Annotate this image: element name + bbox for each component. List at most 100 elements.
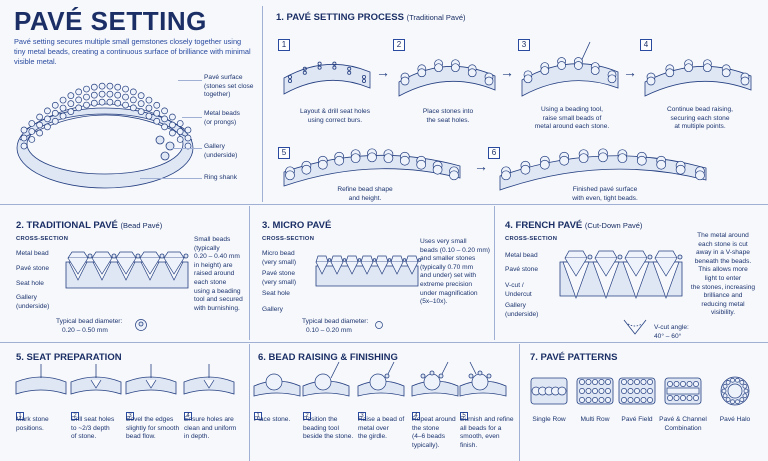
page-title: PAVÉ SETTING — [14, 6, 207, 36]
bead-step-3-number: 3 — [358, 404, 366, 422]
trad-label-stone: Pavé stone — [16, 265, 49, 272]
seat-step-1-text: Mark stone positions. — [16, 416, 49, 432]
bead-step-5-number: 5 — [460, 404, 468, 422]
bead-step-2-number: 2 — [303, 404, 311, 422]
arrow-right-icon: → — [500, 64, 514, 80]
bead-step-1-text: Place stone. — [254, 416, 291, 423]
step-1-illustration — [283, 61, 371, 95]
bead-heading: 6. BEAD RAISING & FINISHING — [258, 352, 398, 363]
bead-step-5-text: Burnish and refine all beads for a smoot… — [460, 416, 514, 449]
bead-step-4-number: 4 — [412, 404, 420, 422]
divider — [249, 344, 250, 461]
step-6-number: 6 — [488, 142, 500, 160]
step-4-number: 4 — [640, 34, 652, 52]
step-2-number: 2 — [393, 34, 405, 52]
micro-cross-section: CROSS-SECTION — [262, 236, 315, 242]
step-3-illustration — [521, 41, 619, 97]
seat-step-3-text: Bevel the edges slightly for smooth bead… — [126, 416, 180, 441]
bead-step-3-illustration — [357, 361, 405, 397]
bead-step-3-text: Raise a bead of metal over the girdle. — [358, 416, 405, 441]
micro-dia-label: Typical bead diameter: — [302, 318, 369, 325]
pattern-1-illustration — [530, 377, 568, 405]
seat-step-3-illustration — [125, 364, 177, 395]
arrow-right-icon: → — [623, 64, 637, 80]
intro-text: Pavé setting secures multiple small gems… — [14, 37, 251, 66]
traditional-cross-illustration — [65, 251, 189, 289]
bead-step-4-text: Repeat around the stone (4–6 beads typic… — [412, 416, 456, 449]
micro-bead-icon — [375, 321, 383, 329]
arrow-right-icon: → — [376, 64, 390, 80]
divider — [519, 344, 520, 461]
ring-illustration — [16, 82, 194, 189]
divider — [262, 6, 263, 202]
leader-line — [172, 148, 202, 149]
step-3-number: 3 — [518, 34, 530, 52]
seat-step-3-number: 3 — [126, 404, 134, 422]
micro-label-stone: Pavé stone (very small) — [262, 270, 297, 286]
pattern-1-label: Single Row — [532, 416, 566, 423]
french-label-gallery: Gallery (underside) — [505, 302, 539, 318]
step-1-number: 1 — [278, 34, 290, 52]
micro-cross-illustration — [315, 255, 422, 287]
traditional-desc: Small beads (typically 0.20 – 0.40 mm in… — [194, 236, 243, 312]
pattern-5-label: Pavé Halo — [719, 416, 751, 423]
step-4-text: Continue bead raising, securing each sto… — [667, 106, 733, 131]
traditional-cross-section: CROSS-SECTION — [16, 236, 69, 242]
divider — [494, 206, 495, 340]
micro-label-gallery: Gallery — [262, 306, 283, 313]
seat-step-4-number: 4 — [184, 404, 192, 422]
seat-heading: 5. SEAT PREPARATION — [16, 352, 122, 363]
french-desc: The metal around each stone is cut away … — [690, 232, 756, 317]
trad-label-bead: Metal bead — [16, 250, 49, 257]
bead-step-1-number: 1 — [254, 404, 262, 422]
french-cross-illustration — [559, 250, 683, 300]
micro-label-seat: Seat hole — [262, 290, 290, 297]
trad-dia-label: Typical bead diameter: — [56, 318, 123, 325]
french-cross-section: CROSS-SECTION — [505, 236, 558, 242]
divider — [0, 342, 768, 343]
patterns-heading: 7. PAVÉ PATTERNS — [530, 352, 618, 363]
label-metal-beads: Metal beads (or prongs) — [204, 110, 240, 126]
pattern-4-label: Pavé & Channel Combination — [659, 416, 707, 432]
process-heading: 1. PAVÉ SETTING PROCESS (Traditional Pav… — [276, 12, 466, 23]
bead-step-2-illustration — [302, 361, 350, 397]
leader-line — [140, 178, 202, 179]
divider — [0, 204, 768, 205]
seat-step-1-number: 1 — [16, 404, 24, 422]
micro-dia-value: 0.10 – 0.20 mm — [306, 327, 352, 334]
french-heading: 4. FRENCH PAVÉ (Cut-Down Pavé) — [505, 220, 643, 231]
micro-label-bead: Micro bead (very small) — [262, 250, 297, 266]
micro-heading: 3. MICRO PAVÉ — [262, 220, 332, 231]
seat-step-2-illustration — [70, 364, 122, 395]
bead-step-4-illustration — [411, 361, 459, 397]
french-label-bead: Metal bead — [505, 252, 538, 259]
pattern-5-illustration — [720, 376, 750, 406]
pattern-4-illustration — [664, 377, 702, 405]
divider — [249, 206, 250, 340]
bead-step-2-text: Position the beading tool beside the sto… — [303, 416, 354, 441]
french-label-stone: Pavé stone — [505, 266, 538, 273]
step-5-number: 5 — [278, 142, 290, 160]
seat-step-1-illustration — [15, 364, 67, 395]
seat-step-4-illustration — [183, 364, 235, 395]
leader-line — [178, 80, 202, 81]
label-pave-surface: Pavé surface (stones set close together) — [204, 74, 254, 99]
leader-line — [182, 117, 202, 118]
seat-step-2-number: 2 — [71, 404, 79, 422]
step-6-illustration — [499, 148, 707, 191]
step-5-text: Refine bead shape and height. — [337, 186, 393, 202]
seat-step-2-text: Drill seat holes to ~2/3 depth of stone. — [71, 416, 115, 441]
step-3-text: Using a beading tool, raise small beads … — [534, 106, 610, 131]
vcut-angle-icon — [623, 319, 647, 335]
arrow-right-icon: → — [474, 158, 488, 174]
bead-magnifier-icon — [135, 319, 147, 331]
step-5-illustration — [283, 148, 461, 187]
bead-step-1-illustration — [253, 373, 301, 397]
pattern-2-illustration — [576, 377, 614, 405]
bead-step-5-illustration — [459, 361, 507, 397]
french-label-vcut: V-cut / Undercut — [505, 282, 532, 298]
label-gallery: Gallery (underside) — [204, 143, 238, 159]
step-4-illustration — [644, 59, 752, 97]
step-2-text: Place stones into the seat holes. — [422, 108, 474, 124]
pattern-3-label: Pavé Field — [621, 416, 653, 423]
